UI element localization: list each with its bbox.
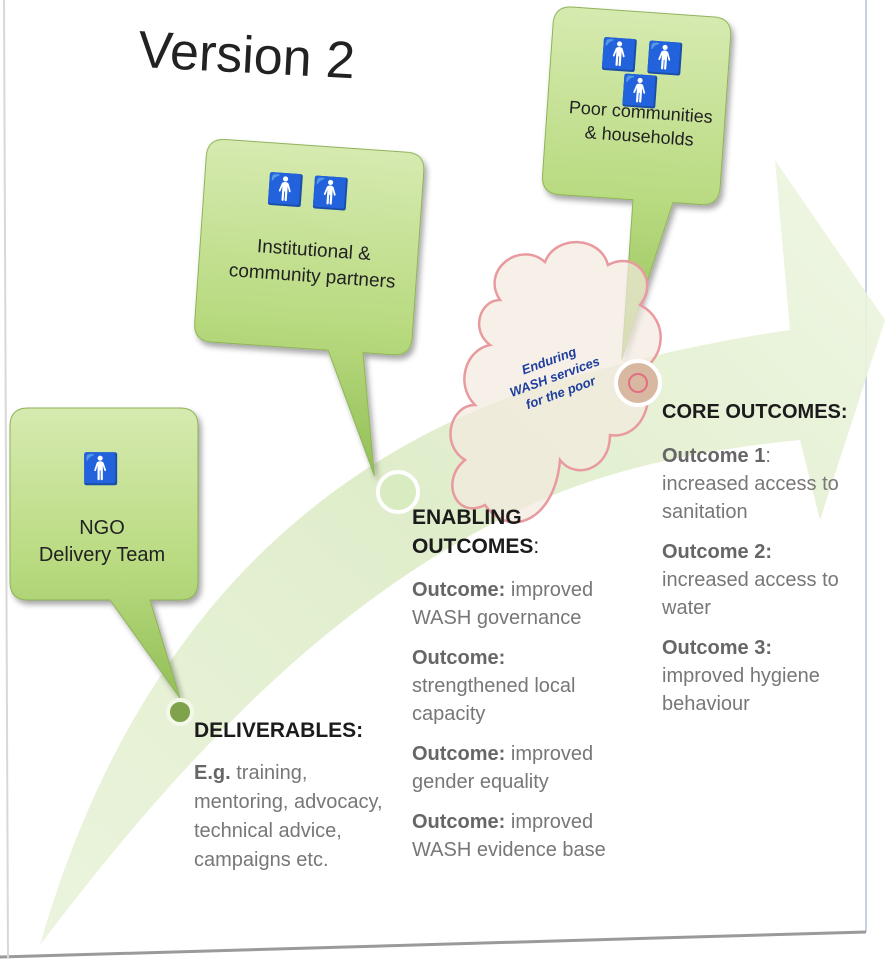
core-item: Outcome 3: improved hygiene behaviour xyxy=(662,637,820,715)
enabling-item: Outcome: improved WASH evidence base xyxy=(412,810,606,861)
deliverables-text: campaigns etc. xyxy=(194,849,329,872)
enabling-item: Outcome: strengthened local capacity xyxy=(412,646,576,725)
enabling-block: ENABLING OUTCOMES: Outcome: improved WAS… xyxy=(412,503,612,864)
page-left-edge xyxy=(3,0,9,959)
milestone-deliverables xyxy=(166,698,194,726)
enabling-item: Outcome: improved WASH governance xyxy=(412,578,594,629)
bubble-partners xyxy=(194,139,425,476)
page-bottom-edge xyxy=(0,930,867,959)
milestone-enabling xyxy=(376,470,420,514)
deliverables-text: technical advice, xyxy=(194,820,342,843)
bubble-ngo xyxy=(9,407,199,699)
enabling-item: Outcome: improved gender equality xyxy=(412,742,594,793)
person-icon: 🚹 xyxy=(82,453,128,486)
enabling-heading: ENABLING OUTCOMES: xyxy=(412,506,540,559)
core-block: CORE OUTCOMES: Outcome 1: increased acce… xyxy=(662,398,862,718)
deliverables-heading: DELIVERABLES: xyxy=(194,719,364,742)
bubble-ngo-text: NGO Delivery Team xyxy=(38,517,166,566)
progress-arrow xyxy=(40,160,885,945)
page-title: Version 2 xyxy=(136,20,357,91)
deliverables-text: mentoring, advocacy, xyxy=(194,791,383,814)
core-heading: CORE OUTCOMES: xyxy=(662,401,848,423)
person-icons: 🚹🚹 xyxy=(265,172,359,213)
deliverables-block: DELIVERABLES: E.g. training, mentoring, … xyxy=(194,716,394,875)
core-item: Outcome 1: increased access to sanitatio… xyxy=(662,445,839,523)
deliverables-eg: E.g. xyxy=(194,762,231,785)
deliverables-text: training, xyxy=(230,762,308,785)
milestone-core xyxy=(614,359,662,407)
cloud-shape xyxy=(449,240,662,524)
core-item: Outcome 2: increased access to water xyxy=(662,541,839,619)
